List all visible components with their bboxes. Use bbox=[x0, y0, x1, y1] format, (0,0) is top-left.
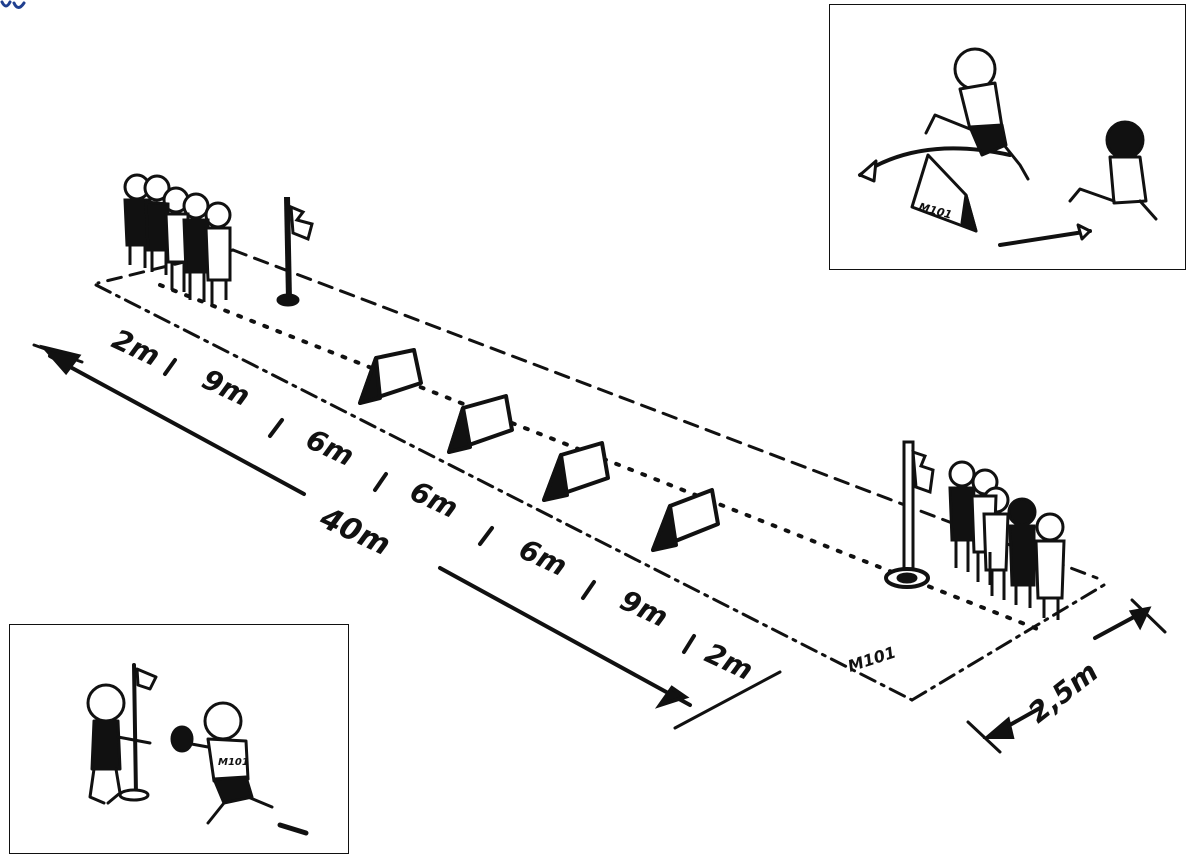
segment-label: 6m bbox=[405, 474, 463, 524]
segment-separators bbox=[163, 358, 696, 654]
segment-label: 2m bbox=[107, 322, 165, 372]
segment-label: 2m bbox=[700, 636, 758, 686]
lane-width-label: 2,5m bbox=[1022, 655, 1104, 730]
inset-relay-handoff: M101 bbox=[9, 624, 349, 854]
hurdle bbox=[651, 488, 720, 552]
length-arrow bbox=[32, 343, 782, 730]
team-start bbox=[123, 173, 232, 305]
hurdle-jump-illustration: M101 bbox=[858, 47, 1158, 247]
header-accent-mark bbox=[0, 0, 26, 9]
segment-label: 9m bbox=[197, 362, 255, 412]
total-length-label: 40m bbox=[314, 500, 396, 563]
hurdle bbox=[358, 348, 423, 405]
flag-pole-start bbox=[276, 196, 314, 307]
segment-label: 9m bbox=[615, 583, 673, 633]
flag-pole-finish bbox=[884, 440, 935, 589]
course-boundary-near bbox=[94, 283, 1106, 702]
inset-hurdle-jump: M101 bbox=[829, 4, 1186, 270]
course-marker-label: M101 bbox=[845, 642, 898, 675]
course-boundary-far bbox=[96, 248, 1099, 580]
segment-label: 6m bbox=[301, 422, 359, 472]
width-arrow bbox=[966, 598, 1167, 754]
hurdle bbox=[447, 394, 514, 454]
segment-label: 6m bbox=[514, 532, 572, 582]
relay-handoff-illustration: M101 bbox=[86, 663, 309, 836]
team-finish bbox=[948, 460, 1066, 620]
hurdle bbox=[542, 441, 610, 502]
inset-relay-shirt-text: M101 bbox=[218, 757, 249, 768]
